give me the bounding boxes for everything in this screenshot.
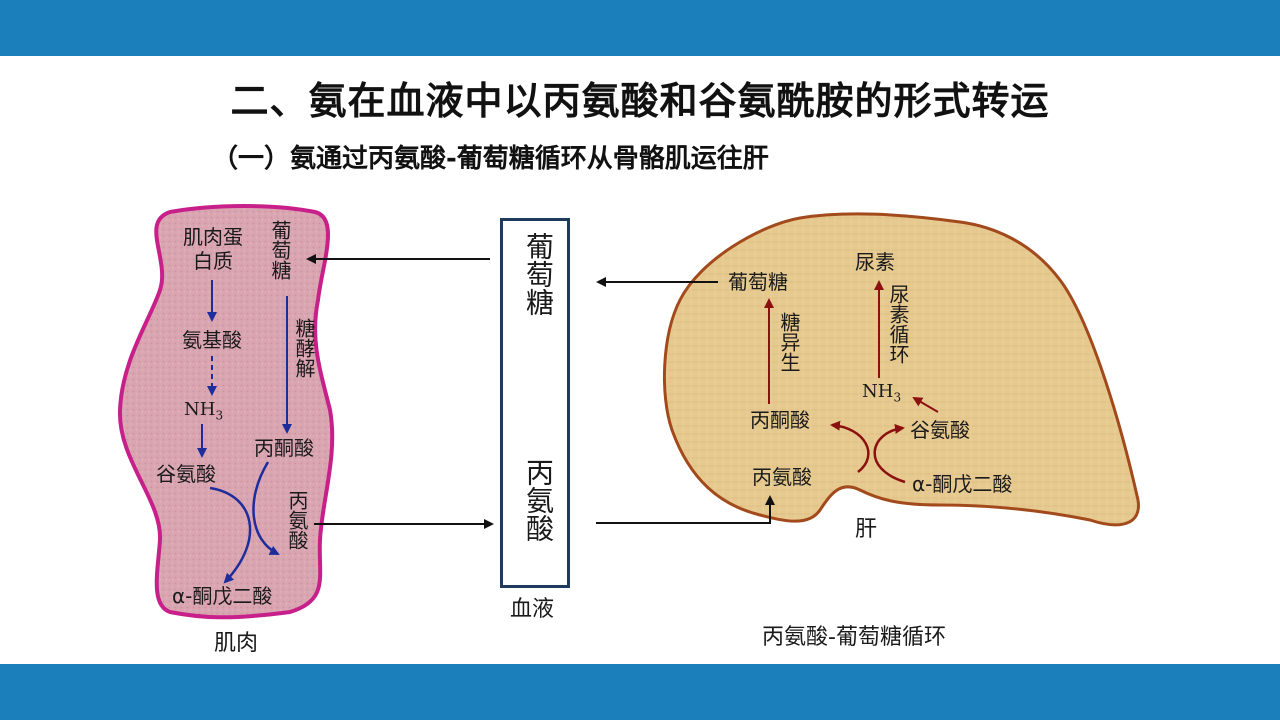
- liver-shape: [662, 212, 1140, 527]
- liver-ureacycle-label: 尿素循环: [886, 284, 910, 364]
- muscle-nh3-label: NH3: [184, 399, 224, 423]
- liver-glucose-label: 葡萄糖: [728, 270, 788, 294]
- muscle-protein-label: 肌肉蛋白质: [183, 225, 243, 273]
- arrow-glutamate-to-nh3: [912, 396, 939, 413]
- arrow-pyruvate-to-alanine: [252, 461, 280, 556]
- page-title: 二、氨在血液中以丙氨酸和谷氨酰胺的形式转运: [230, 79, 1050, 123]
- liver-gluconeogenesis-label: 糖异生: [777, 312, 801, 372]
- footer-bar: [0, 664, 1280, 720]
- muscle-alanine-label: 丙氨酸: [285, 490, 309, 550]
- blood-glucose-label: 葡萄糖: [522, 232, 555, 316]
- arrow-blood-alanine-to-liver: [596, 495, 775, 524]
- diagram-caption: 丙氨酸-葡萄糖循环: [762, 625, 946, 650]
- liver-glutamate-label: 谷氨酸: [910, 418, 970, 442]
- muscle-shape: [117, 204, 335, 620]
- arrow-alanine-to-pyruvate: [830, 420, 870, 473]
- muscle-glycolysis-label: 糖酵解: [292, 318, 316, 378]
- blood-alanine-label: 丙氨酸: [522, 458, 555, 542]
- section-subtitle: （一）氨通过丙氨酸-葡萄糖循环从骨骼肌运往肝: [212, 144, 769, 174]
- muscle-ketoglutarate-label: α-酮戊二酸: [172, 584, 273, 608]
- liver-label: 肝: [855, 517, 878, 542]
- muscle-aminoacid-label: 氨基酸: [182, 328, 242, 352]
- arrow-glutamate-to-ketoglutarate: [209, 486, 252, 584]
- liver-ketoglutarate-label: α-酮戊二酸: [912, 472, 1013, 496]
- liver-alanine-label: 丙氨酸: [752, 465, 812, 489]
- blood-label: 血液: [510, 597, 555, 622]
- liver-nh3-label: NH3: [862, 381, 902, 405]
- header-bar: [0, 0, 1280, 56]
- arrow-ketoglutarate-to-glutamate: [873, 424, 906, 484]
- muscle-label: 肌肉: [214, 631, 259, 656]
- liver-urea-label: 尿素: [855, 250, 895, 274]
- muscle-pyruvate-label: 丙酮酸: [254, 436, 314, 460]
- blood-vessel-box: [500, 218, 570, 588]
- muscle-glucose-label: 葡萄糖: [268, 220, 292, 280]
- muscle-glutamate-label: 谷氨酸: [156, 462, 216, 486]
- liver-pyruvate-label: 丙酮酸: [750, 408, 810, 432]
